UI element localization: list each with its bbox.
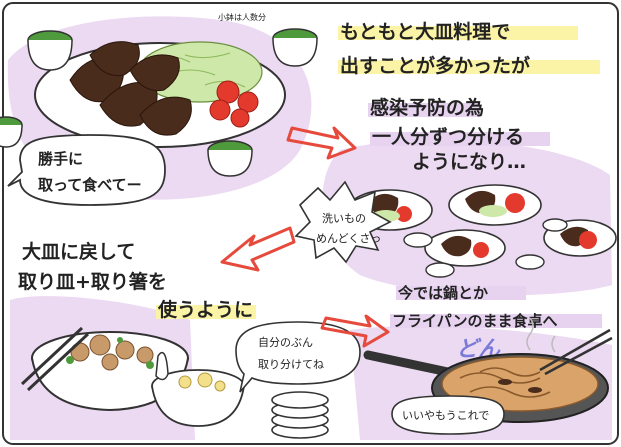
panel4-frying-pan — [363, 317, 613, 423]
panel1-speech-bubble: 勝手に 取って食べてー — [7, 134, 166, 206]
panel3-bubble-line2: 取り分けてね — [258, 358, 324, 371]
panel2-burst-line2: めんどくさっ — [316, 232, 381, 245]
panel2-text-line2: 一人分ずつ分ける — [372, 126, 524, 148]
panel1-bubble-line1: 勝手に — [38, 150, 83, 168]
highlight — [338, 26, 578, 40]
arrow-right-icon — [286, 126, 357, 160]
panel4-text-line2: フライパンのまま食卓へ — [392, 312, 557, 330]
panel2-text-line1: 感染予防の為 — [370, 96, 484, 119]
panel3-big-bowl — [20, 326, 189, 412]
highlight — [370, 132, 550, 146]
panel4-bubble-text: いいやもうこれで — [402, 409, 489, 422]
highlight — [338, 60, 600, 74]
panel3-bubble-line1: 自分のぶん — [258, 336, 313, 349]
panel3-plate-stack — [271, 391, 329, 439]
panel1-small-bowls — [0, 28, 318, 177]
panel3-small-bowl — [151, 351, 245, 427]
panel2-burst-bubble: 洗いもの めんどくさっ — [294, 180, 392, 264]
panel3-text-line3: 使うように — [157, 299, 253, 321]
panel2-individual-plates — [347, 184, 617, 278]
panel1-note-text: 小鉢は人数分 — [218, 12, 266, 22]
panel3-text-line1: 大皿に戻して — [22, 240, 135, 263]
highlight — [396, 286, 526, 300]
panel1-text-line1: もともと大皿料理で — [340, 20, 510, 43]
panel2-text-line3: ようになり… — [412, 151, 526, 173]
panel1-platter — [34, 41, 286, 148]
highlight — [156, 305, 256, 319]
panel1-text-line2: 出すことが多かったが — [340, 54, 530, 77]
panel1-bubble-line2: 取って食べてー — [38, 176, 142, 194]
panel3-text-line2: 取り皿+取り箸を — [18, 270, 167, 293]
panel2-burst-line1: 洗いもの — [322, 212, 366, 225]
panel4-speech-bubble: いいやもうこれで — [391, 395, 505, 435]
panel4-text-line1: 今では鍋とか — [397, 284, 488, 302]
arrow-down-left-icon — [220, 226, 296, 272]
panel3-speech-bubble: 自分のぶん 取り分けてね — [235, 321, 361, 393]
arrow-right-icon — [320, 314, 390, 348]
highlight — [368, 103, 480, 117]
highlight — [390, 314, 602, 328]
